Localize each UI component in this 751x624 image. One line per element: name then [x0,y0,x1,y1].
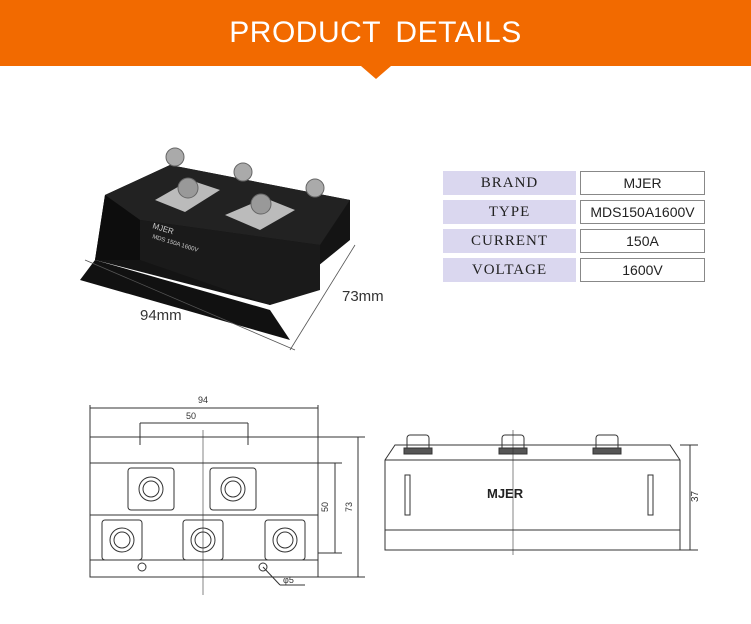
product-photo: MJER MDS 150A 1600V [80,147,356,351]
spec-label: TYPE [443,200,576,224]
top-view-drawing: 94 50 50 73 φ5 [89,395,365,595]
spec-label: CURRENT [443,229,576,253]
page-title: PRODUCT DETAILS [229,16,522,49]
dim-inner-50: 50 [320,502,330,512]
spec-label: BRAND [443,171,576,195]
photo-depth-label: 73mm [342,288,384,305]
dim-hole: φ5 [283,575,294,585]
spec-label: VOLTAGE [443,258,576,282]
spec-value: 150A [580,229,705,253]
dim-73: 73 [344,502,354,512]
spec-value: 1600V [580,258,705,282]
side-view-drawing: MJER 37 [384,430,701,555]
photo-width-label: 94mm [140,307,182,324]
spec-value: MJER [580,171,705,195]
spec-value: MDS150A1600V [580,200,705,224]
dim-94: 94 [198,395,208,405]
dim-50: 50 [186,411,196,421]
side-brand: MJER [487,486,524,501]
header-banner: PRODUCT DETAILS [0,0,751,66]
dim-37: 37 [690,490,701,502]
banner-pointer [361,66,391,79]
